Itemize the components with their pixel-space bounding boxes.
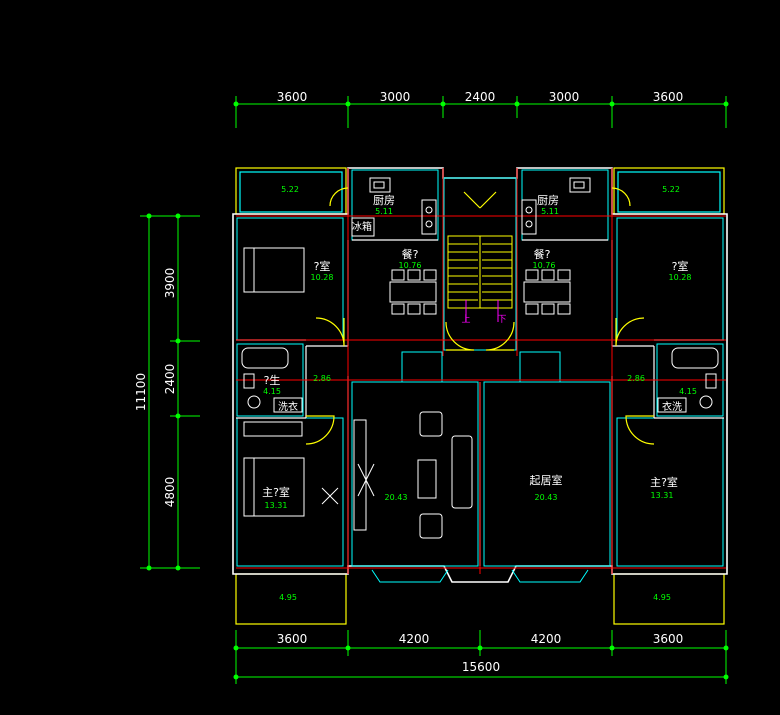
- kitchen-left-label: 厨房: [373, 194, 395, 207]
- stair-up-label: 上: [461, 314, 470, 325]
- master-right-label: 主?室: [650, 475, 678, 489]
- master-left-area: 13.31: [265, 501, 288, 510]
- doors: [305, 187, 655, 445]
- dim-bottom-1: 3600: [277, 632, 308, 646]
- dining-right-label: 餐?: [534, 247, 551, 261]
- dining-tables: [389, 269, 571, 315]
- hall-left-area: 2.86: [313, 374, 331, 383]
- dim-top-5: 3600: [653, 90, 684, 104]
- staircase: [447, 235, 513, 309]
- balcony-bottom-left-area: 4.95: [279, 593, 297, 602]
- dim-left-3: 4800: [163, 477, 177, 508]
- stair-down-label: 下: [497, 315, 506, 325]
- laundry-left-label: 洗衣: [278, 400, 298, 413]
- kitchen-right-label: 厨房: [537, 194, 559, 207]
- bedroom-right-label: ?室: [672, 259, 689, 273]
- dining-left-area: 10.76: [399, 261, 422, 270]
- beds: [243, 247, 305, 517]
- bedroom-left-area: 10.28: [311, 273, 334, 282]
- laundry-right-label: 衣洗: [662, 400, 682, 413]
- living-furniture: [321, 411, 473, 539]
- top-dimension-chain: [235, 96, 727, 128]
- dining-right-area: 10.76: [533, 261, 556, 270]
- bottom-dimension-ticks: [233, 645, 729, 680]
- dim-left-1: 3900: [163, 268, 177, 299]
- dim-left-2: 2400: [163, 364, 177, 395]
- master-left-label: 主?室: [262, 485, 290, 499]
- top-dimension-ticks: [233, 101, 729, 107]
- bath-fixtures: [241, 347, 719, 413]
- living-right-area: 20.43: [535, 493, 558, 502]
- dim-top-4: 3000: [549, 90, 580, 104]
- kitchen-fixtures: [351, 177, 591, 237]
- axis-lines: [236, 168, 726, 574]
- kitchen-left-area: 5.11: [375, 207, 393, 216]
- dim-bottom-2: 4200: [399, 632, 430, 646]
- bath-left-label: ?生: [264, 373, 281, 387]
- bath-left-area: 4.15: [263, 387, 281, 396]
- dim-bottom-4: 3600: [653, 632, 684, 646]
- fridge-label: 冰箱: [352, 220, 372, 233]
- balcony-top-right-area: 5.22: [662, 185, 680, 194]
- left-dimension-ticks: [146, 213, 181, 571]
- master-right-area: 13.31: [651, 491, 674, 500]
- dining-left-label: 餐?: [402, 247, 419, 261]
- dim-bottom-total: 15600: [462, 660, 500, 674]
- dim-top-2: 3000: [380, 90, 411, 104]
- balcony-top-left-area: 5.22: [281, 185, 299, 194]
- dim-bottom-3: 4200: [531, 632, 562, 646]
- dim-left-total: 11100: [134, 373, 148, 411]
- bath-right-area: 4.15: [679, 387, 697, 396]
- dim-top-1: 3600: [277, 90, 308, 104]
- balcony-bottom-right-area: 4.95: [653, 593, 671, 602]
- bedroom-left-label: ?室: [314, 259, 331, 273]
- stair-arrows: [465, 300, 499, 322]
- living-right-label: 起居室: [530, 473, 563, 487]
- living-left-area: 20.43: [385, 493, 408, 502]
- dim-top-3: 2400: [465, 90, 496, 104]
- hall-right-area: 2.86: [627, 374, 645, 383]
- kitchen-right-area: 5.11: [541, 207, 559, 216]
- bedroom-right-area: 10.28: [669, 273, 692, 282]
